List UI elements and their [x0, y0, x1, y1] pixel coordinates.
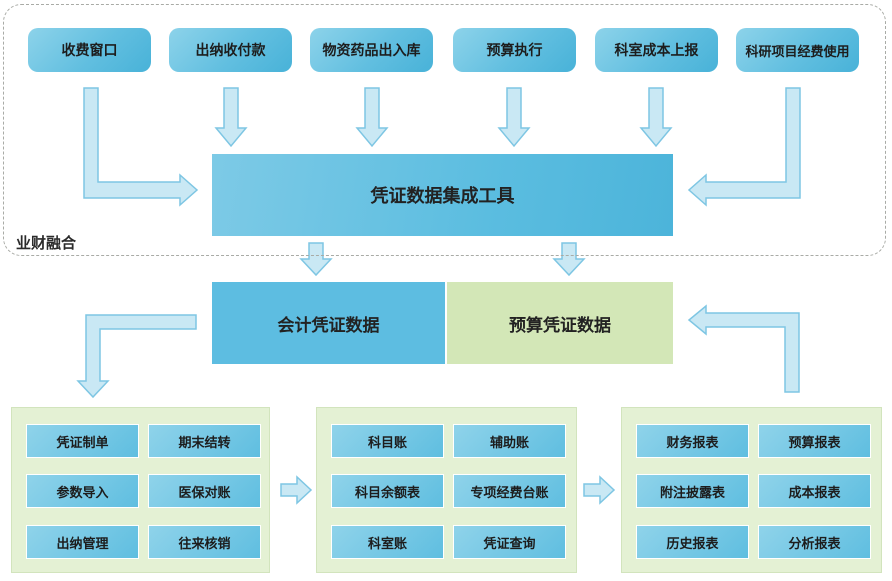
panel-1: 凭证制单 期末结转 参数导入 医保对账 出纳管理 往来核销 [11, 407, 270, 573]
panel-2-item-6: 凭证查询 [453, 525, 566, 559]
panel-3-item-5: 历史报表 [636, 525, 749, 559]
panel-1-item-2: 期末结转 [148, 424, 261, 458]
budget-data-box: 预算凭证数据 [447, 282, 673, 364]
arrow-source-2-down [214, 87, 248, 148]
arrow-panel-2-to-3 [583, 475, 616, 505]
integration-tool-box: 凭证数据集成工具 [212, 154, 673, 236]
arrow-panel-1-to-2 [280, 475, 313, 505]
panel-3-item-2: 预算报表 [758, 424, 871, 458]
panel-3-item-1: 财务报表 [636, 424, 749, 458]
arrow-source-6-to-tool [687, 87, 801, 207]
panel-3: 财务报表 预算报表 附注披露表 成本报表 历史报表 分析报表 [621, 407, 882, 573]
arrow-source-1-to-tool [83, 87, 199, 207]
arrow-data-to-panel-1 [76, 314, 197, 399]
arrow-tool-to-accounting [299, 242, 333, 277]
panel-1-item-4: 医保对账 [148, 474, 261, 508]
business-finance-region [3, 4, 886, 256]
arrow-source-5-down [639, 87, 673, 148]
panel-3-item-4: 成本报表 [758, 474, 871, 508]
panel-2-item-3: 科目余额表 [331, 474, 444, 508]
panel-3-item-3: 附注披露表 [636, 474, 749, 508]
source-box-4: 预算执行 [453, 28, 576, 72]
region-label: 业财融合 [16, 234, 77, 252]
panel-2-item-5: 科室账 [331, 525, 444, 559]
arrow-tool-to-budget [552, 242, 586, 277]
source-box-5: 科室成本上报 [595, 28, 718, 72]
source-box-2: 出纳收付款 [169, 28, 292, 72]
panel-3-item-6: 分析报表 [758, 525, 871, 559]
panel-2-item-2: 辅助账 [453, 424, 566, 458]
source-box-1: 收费窗口 [28, 28, 151, 72]
arrow-source-4-down [497, 87, 531, 148]
panel-2-item-4: 专项经费台账 [453, 474, 566, 508]
arrow-panel-3-to-data [687, 304, 800, 393]
panel-2: 科目账 辅助账 科目余额表 专项经费台账 科室账 凭证查询 [316, 407, 577, 573]
source-box-3: 物资药品出入库 [310, 28, 433, 72]
accounting-data-box: 会计凭证数据 [212, 282, 445, 364]
arrow-source-3-down [355, 87, 389, 148]
panel-1-item-6: 往来核销 [148, 525, 261, 559]
panel-1-item-1: 凭证制单 [26, 424, 139, 458]
panel-2-item-1: 科目账 [331, 424, 444, 458]
panel-1-item-3: 参数导入 [26, 474, 139, 508]
source-box-6: 科研项目经费使用 [736, 28, 859, 72]
panel-1-item-5: 出纳管理 [26, 525, 139, 559]
